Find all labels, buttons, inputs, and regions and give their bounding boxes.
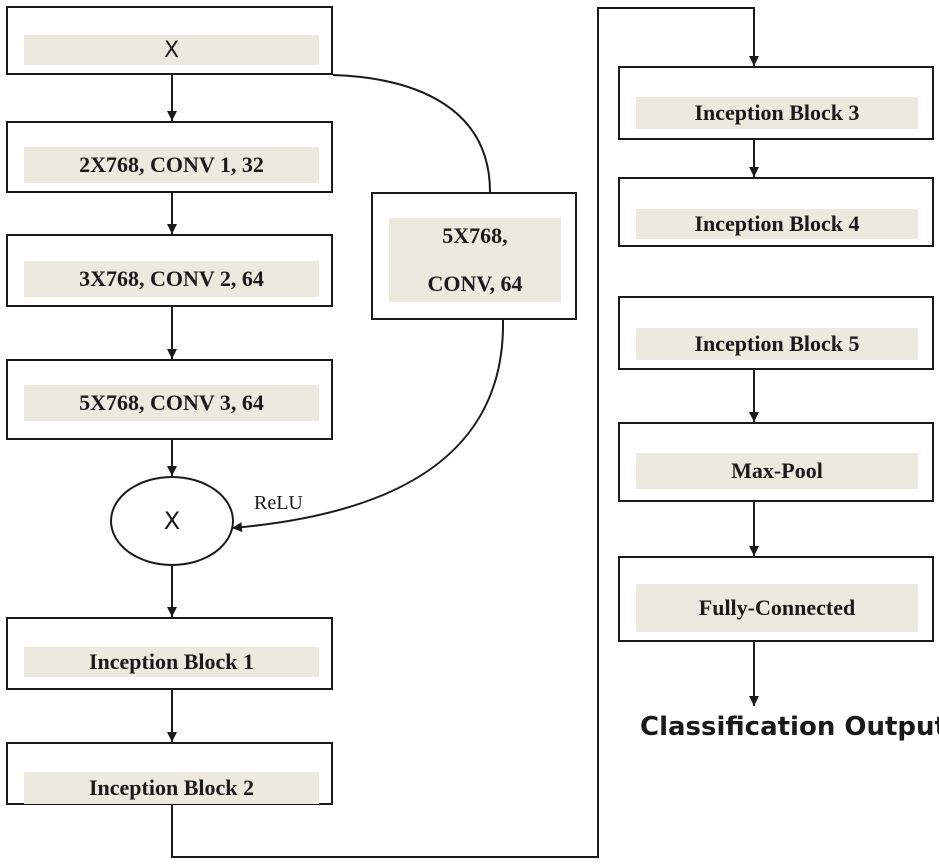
max-pool-label: Max-Pool	[636, 453, 918, 489]
conv2-label: 3X768, CONV 2, 64	[24, 261, 319, 297]
multiply-label: X	[163, 507, 181, 535]
inception-block-3-label: Inception Block 3	[636, 97, 918, 129]
inception-block-3: Inception Block 3	[618, 66, 934, 140]
inception-block-1-label: Inception Block 1	[24, 647, 319, 677]
inception-block-2-label: Inception Block 2	[24, 772, 319, 804]
max-pool-block: Max-Pool	[618, 422, 934, 502]
conv3-label: 5X768, CONV 3, 64	[24, 385, 319, 421]
conv1-label: 2X768, CONV 1, 32	[24, 147, 319, 183]
inception-block-4: Inception Block 4	[618, 177, 934, 247]
input-node: X	[6, 6, 333, 75]
arrow-branch-to-multiply	[231, 319, 505, 533]
classification-output-label: Classification Output	[640, 712, 939, 742]
conv2-block: 3X768, CONV 2, 64	[6, 234, 333, 307]
inception-block-5: Inception Block 5	[618, 296, 934, 370]
inception-block-2: Inception Block 2	[6, 742, 333, 805]
branch-conv-label: 5X768, CONV, 64	[389, 218, 561, 302]
relu-label: ReLU	[254, 492, 303, 514]
branch-conv-block: 5X768, CONV, 64	[371, 192, 577, 320]
conv3-block: 5X768, CONV 3, 64	[6, 359, 333, 440]
inception-block-4-label: Inception Block 4	[636, 209, 918, 239]
arrow-inception2-to-inception3	[171, 7, 759, 858]
input-label: X	[24, 35, 319, 65]
branch-conv-line1: 5X768,	[442, 223, 508, 248]
arrow-input-to-branch	[332, 74, 491, 193]
inception-block-5-label: Inception Block 5	[636, 328, 918, 360]
multiply-node: X	[110, 476, 234, 566]
inception-block-1: Inception Block 1	[6, 617, 333, 690]
conv1-block: 2X768, CONV 1, 32	[6, 121, 333, 193]
fully-connected-block: Fully-Connected	[618, 556, 934, 642]
fully-connected-label: Fully-Connected	[636, 584, 918, 632]
branch-conv-line2: CONV, 64	[427, 271, 523, 296]
